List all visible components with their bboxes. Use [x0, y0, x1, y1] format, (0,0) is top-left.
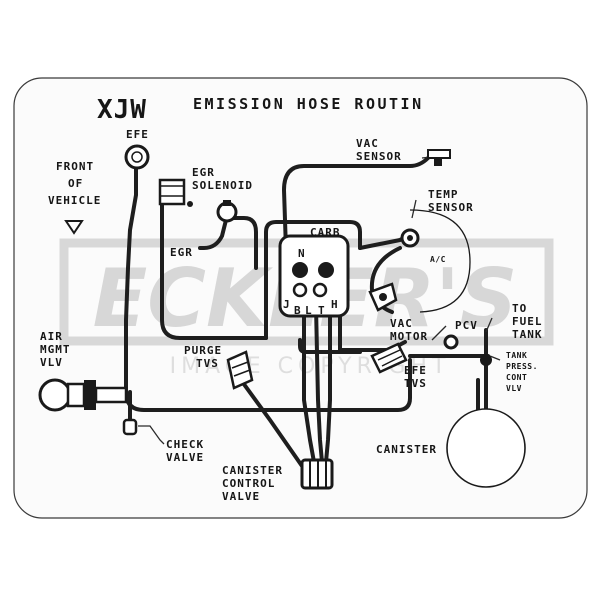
vac-motor: [368, 282, 398, 312]
label-egr-solenoid-2: SOLENOID: [192, 179, 253, 192]
label-to-fuel-tank-1: TO: [512, 302, 527, 315]
label-check-valve-1: CHECK: [166, 438, 204, 451]
hose-carb-top: [298, 220, 362, 250]
label-efe-tvs-1: EFE: [404, 364, 427, 377]
label-vehicle: VEHICLE: [48, 194, 101, 207]
efe-tvs: [370, 342, 408, 374]
label-front: FRONT: [56, 160, 94, 173]
hose-egr-solenoid: [160, 203, 268, 340]
label-port-n: N: [298, 247, 306, 260]
label-vac-motor-2: MOTOR: [390, 330, 428, 343]
label-canister-control-3: VALVE: [222, 490, 260, 503]
air-cleaner-temp-sensor: [400, 209, 471, 313]
hose-canister-3: [324, 304, 332, 464]
diagram-title: EMISSION HOSE ROUTIN: [193, 95, 424, 113]
label-of: OF: [68, 177, 83, 190]
label-to-fuel-tank-2: FUEL: [512, 315, 543, 328]
label-canister-control-1: CANISTER: [222, 464, 283, 477]
carburetor: [278, 234, 350, 318]
label-efe-tvs-2: TVS: [404, 377, 427, 390]
hose-vac-sensor: [282, 156, 430, 252]
label-carb: CARB: [310, 226, 341, 239]
label-egr-solenoid-1: EGR: [192, 166, 215, 179]
vacuum-hoses: [124, 156, 490, 472]
hose-purge-tvs: [236, 374, 304, 468]
label-port-j: J: [283, 298, 291, 311]
pcv-valve: [443, 334, 459, 350]
label-temp-sensor-1: TEMP: [428, 188, 459, 201]
label-ac: A/C: [430, 255, 446, 264]
label-check-valve-2: VALVE: [166, 451, 204, 464]
check-valve: [122, 418, 138, 436]
vac-sensor: [427, 149, 451, 166]
label-pcv: PCV: [455, 319, 478, 332]
label-canister: CANISTER: [376, 443, 437, 456]
hose-egr: [198, 218, 228, 250]
label-air-mgmt-2: MGMT: [40, 343, 71, 356]
label-tank-press-1: TANK: [506, 351, 527, 360]
label-efe: EFE: [126, 128, 149, 141]
label-temp-sensor-2: SENSOR: [428, 201, 474, 214]
hose-egr-carb: [228, 216, 258, 270]
vapor-canister: [446, 408, 526, 488]
label-egr: EGR: [170, 246, 193, 259]
label-port-b: B: [294, 304, 302, 317]
label-port-t: T: [318, 304, 326, 317]
label-port-l: L: [305, 304, 313, 317]
label-vac-sensor-2: SENSOR: [356, 150, 402, 163]
efe-fitting: [124, 144, 150, 170]
egr-valve: [216, 200, 238, 223]
label-air-mgmt-1: AIR: [40, 330, 63, 343]
vehicle-code: XJW: [97, 95, 147, 125]
air-management-valve: [38, 378, 128, 412]
tank-pressure-control-valve: [480, 354, 492, 366]
hose-efe: [124, 166, 138, 394]
hose-canister-1: [302, 304, 316, 464]
label-to-fuel-tank-3: TANK: [512, 328, 543, 341]
label-tank-press-2: PRESS.: [506, 362, 538, 371]
label-tank-press-3: CONT: [506, 373, 527, 382]
canister-control-valve: [300, 458, 334, 490]
purge-tvs: [226, 350, 254, 390]
label-port-h: H: [331, 298, 339, 311]
front-arrow-icon: [64, 220, 84, 235]
label-tank-press-4: VLV: [506, 384, 522, 393]
label-purge-tvs-1: PURGE: [184, 344, 222, 357]
label-air-mgmt-3: VLV: [40, 356, 63, 369]
label-vac-motor-1: VAC: [390, 317, 413, 330]
label-canister-control-2: CONTROL: [222, 477, 275, 490]
hose-carb-left: [264, 220, 302, 340]
hose-canister-2: [314, 304, 324, 464]
egr-solenoid: [158, 178, 193, 207]
label-vac-sensor-1: VAC: [356, 137, 379, 150]
label-purge-tvs-2: TVS: [196, 357, 219, 370]
